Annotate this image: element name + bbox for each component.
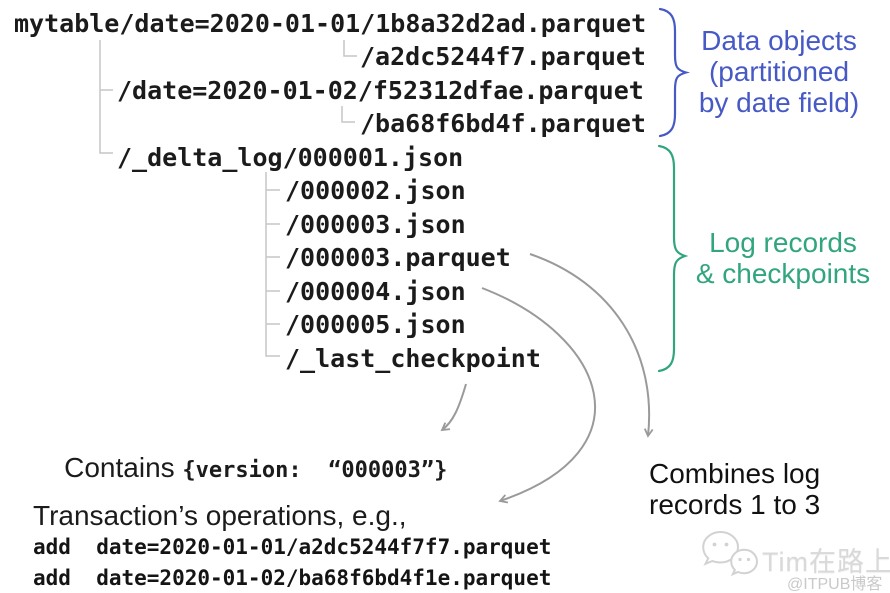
- tree-row-json-4: /000004.json: [285, 277, 466, 306]
- data-objects-annotation: Data objects (partitioned by date field): [690, 25, 868, 118]
- tree-row-parquet-4: /ba68f6bd4f.parquet: [360, 109, 646, 138]
- tree-row-json-3: /000003.json: [285, 210, 466, 239]
- contains-label: Contains: [64, 452, 183, 483]
- log-records-brace: [657, 144, 689, 373]
- tree-row-last-checkpoint: /_last_checkpoint: [285, 344, 541, 373]
- tree-row-json-5: /000005.json: [285, 310, 466, 339]
- data-objects-brace: [658, 7, 691, 138]
- add-operation-line: add date=2020-01-02/ba68f6bd4f1e.parquet: [33, 566, 552, 590]
- version-code: {version: “000003”}: [182, 458, 448, 483]
- arrow-json-to-transactions: [481, 287, 596, 504]
- tree-row-delta-log: /_delta_log/000001.json: [117, 143, 464, 172]
- tree-connector-lines: [99, 40, 357, 357]
- annotation-line: records 1 to 3: [649, 489, 821, 520]
- combines-log-records-note: Combines log records 1 to 3: [649, 458, 849, 520]
- tree-row-json-2: /000002.json: [285, 176, 466, 205]
- arrow-last-checkpoint-to-contains: [440, 383, 467, 432]
- contains-version-note: Contains {version: “000003”}: [33, 420, 447, 516]
- annotation-line: Combines log: [649, 458, 821, 489]
- transaction-operations-note: Transaction’s operations, e.g., add date…: [33, 500, 551, 593]
- add-operation-line: add date=2020-01-01/a2dc5244f7f7.parquet: [33, 535, 552, 559]
- annotation-line: Log records: [709, 227, 857, 258]
- tree-row-parquet-2: /a2dc5244f7.parquet: [360, 42, 646, 71]
- tree-row-parquet-checkpoint: /000003.parquet: [285, 243, 511, 272]
- annotation-line: & checkpoints: [695, 258, 871, 289]
- log-records-annotation: Log records & checkpoints: [688, 227, 878, 289]
- wechat-chat-bubbles-icon: [702, 530, 759, 577]
- annotation-line: by date field): [698, 87, 860, 118]
- tree-row-root-parquet-1: mytable/date=2020-01-01/1b8a32d2ad.parqu…: [14, 9, 647, 38]
- transactions-heading: Transaction’s operations, e.g.,: [33, 500, 407, 531]
- tree-row-date-02: /date=2020-01-02/f52312dfae.parquet: [117, 76, 644, 105]
- watermark-author: Tim在路上: [762, 547, 890, 577]
- annotation-line: Data objects: [701, 25, 857, 56]
- annotation-line: (partitioned: [708, 56, 850, 87]
- watermark-handle: @ITPUB博客: [787, 576, 883, 593]
- arrow-checkpoint-parquet-to-combines: [529, 253, 654, 438]
